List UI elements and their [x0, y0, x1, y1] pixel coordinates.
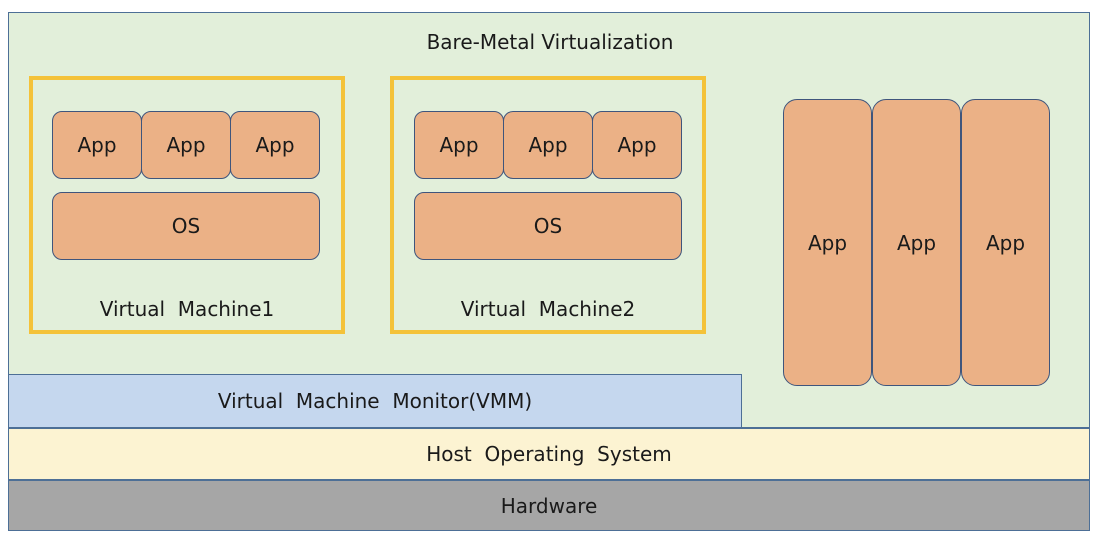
vm2-app-1: App: [414, 111, 504, 179]
vm1-app-3: App: [230, 111, 320, 179]
virtual-machine-2: [390, 76, 706, 334]
vm2-app-2: App: [503, 111, 593, 179]
bare-metal-title: Bare-Metal Virtualization: [426, 30, 674, 54]
vm2-os: OS: [414, 192, 682, 260]
native-app-2: App: [872, 99, 961, 386]
host-operating-system: Host Operating System: [8, 428, 1090, 480]
vm2-app-3: App: [592, 111, 682, 179]
vm1-app-1: App: [52, 111, 142, 179]
native-app-1: App: [783, 99, 872, 386]
hardware-label: Hardware: [500, 493, 598, 518]
vm2-label: Virtual Machine2: [460, 297, 636, 321]
native-app-3: App: [961, 99, 1050, 386]
vm1-os: OS: [52, 192, 320, 260]
virtual-machine-monitor: Virtual Machine Monitor(VMM): [8, 374, 742, 428]
vm1-label: Virtual Machine1: [99, 297, 275, 321]
vmm-label: Virtual Machine Monitor(VMM): [217, 389, 533, 413]
vm1-app-2: App: [141, 111, 231, 179]
virtual-machine-1: [29, 76, 345, 334]
host-os-label: Host Operating System: [426, 442, 672, 466]
hardware-layer: Hardware: [8, 480, 1090, 531]
